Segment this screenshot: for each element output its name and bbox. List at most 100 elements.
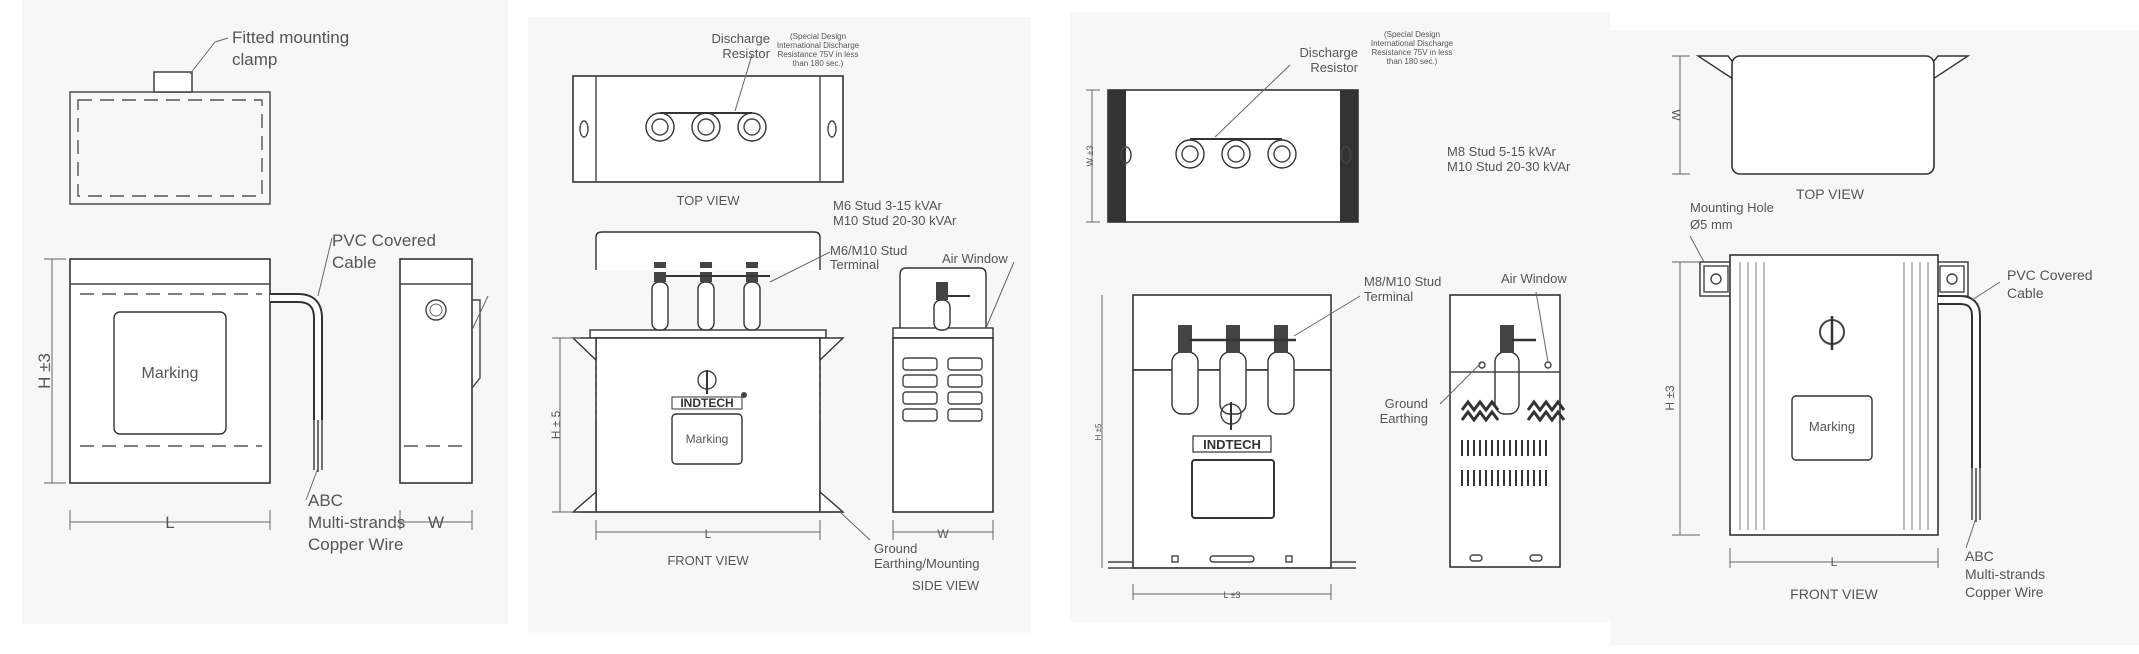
text-line: M8/M10 Stud xyxy=(1364,274,1441,289)
panel2-brand-label: INDTECH xyxy=(680,396,733,410)
text-line: International Discharge xyxy=(777,41,860,50)
text-line: clamp xyxy=(232,50,277,69)
text-line: Terminal xyxy=(830,257,879,272)
text-line: Multi-strands xyxy=(1965,566,2045,582)
panel2-side-body xyxy=(892,337,994,513)
text-line: ABC xyxy=(308,491,343,510)
panel2-l-dimension: L xyxy=(705,527,712,541)
text-line: Resistance 75V in less xyxy=(778,50,859,59)
text-line: Cable xyxy=(2007,285,2044,301)
text-line: Discharge xyxy=(711,31,770,46)
text-line: Resistance 75V in less xyxy=(1372,48,1453,57)
panel4-front-view-caption: FRONT VIEW xyxy=(1790,586,1878,602)
text-line: M6 Stud 3-15 kVAr xyxy=(833,198,943,213)
panel3-w-dimension: W ±3 xyxy=(1085,146,1095,167)
panel4-w-dimension: W xyxy=(1669,109,1683,121)
panel4-marking-label: Marking xyxy=(1809,419,1855,434)
panel2-front-view-caption: FRONT VIEW xyxy=(667,553,749,568)
text-line: M6/M10 Stud xyxy=(830,243,907,258)
panel2-air-window-label: Air Window xyxy=(942,251,1008,266)
panel2-marking-label: Marking xyxy=(686,432,729,446)
panel4-front-body xyxy=(1729,254,1939,536)
text-line: Ground xyxy=(1385,396,1428,411)
panel1-side-view-body xyxy=(399,258,473,484)
panel4-top-view-caption: TOP VIEW xyxy=(1796,186,1865,202)
panel4-brand-logo-icon xyxy=(1819,316,1845,350)
panel1-mounting-clamp xyxy=(153,71,193,93)
text-line: Resistor xyxy=(1310,60,1358,75)
panel1-top-view-box xyxy=(69,91,271,205)
panel1-top-view-inner-dash xyxy=(77,99,263,197)
text-line: than 180 sec.) xyxy=(1387,57,1438,66)
text-line: ABC xyxy=(1965,548,1994,564)
text-line: than 180 sec.) xyxy=(793,59,844,68)
panel4-marking-box xyxy=(1791,395,1873,461)
panel1-fitted-clamp-label: Fitted mounting clamp xyxy=(232,28,349,69)
text-line: Fitted mounting xyxy=(232,28,349,47)
panel-2-drawing xyxy=(552,54,1015,541)
panel2-w-dimension: W xyxy=(937,527,949,541)
text-line: Discharge xyxy=(1299,45,1358,60)
text-line: Ø5 mm xyxy=(1690,217,1733,232)
panel2-front-cover xyxy=(595,231,821,270)
panel1-h-dimension: H ±3 xyxy=(35,353,54,389)
panel1-w-dimension: W xyxy=(428,513,444,532)
panel2-marking-box xyxy=(671,413,743,465)
panel2-air-window xyxy=(902,357,983,422)
text-line: (Special Design xyxy=(790,32,846,41)
text-line: M10 Stud 20-30 kVAr xyxy=(1447,159,1571,174)
panel1-pvc-cable xyxy=(270,293,323,420)
panel3-air-window-label: Air Window xyxy=(1501,271,1567,286)
panel-4-drawing xyxy=(1672,55,2001,568)
text-line: M8 Stud 5-15 kVAr xyxy=(1447,144,1557,159)
text-line: Cable xyxy=(332,253,376,272)
panel4-top-view-body xyxy=(1731,55,1935,175)
panel-1-drawing xyxy=(44,37,489,530)
text-line: Terminal xyxy=(1364,289,1413,304)
text-line: Multi-strands xyxy=(308,513,405,532)
panel4-mounting-hole-label: Mounting Hole Ø5 mm xyxy=(1690,200,1774,232)
panel3-brand-logo-icon xyxy=(1192,402,1272,453)
text-line: Earthing/Mounting xyxy=(874,556,980,571)
text-line: Ground xyxy=(874,541,917,556)
text-line: M10 Stud 20-30 kVAr xyxy=(833,213,957,228)
panel2-side-view-caption: SIDE VIEW xyxy=(912,578,980,593)
text-line: Copper Wire xyxy=(308,535,403,554)
panel1-marking-box xyxy=(113,311,227,435)
text-line: Mounting Hole xyxy=(1690,200,1774,215)
text-line: International Discharge xyxy=(1371,39,1454,48)
text-line: Copper Wire xyxy=(1965,584,2044,600)
text-line: PVC Covered xyxy=(2007,267,2093,283)
panel3-marking-box xyxy=(1191,459,1275,519)
text-line: PVC Covered xyxy=(332,231,436,250)
text-line: Earthing xyxy=(1380,411,1428,426)
panel2-brand-logo-icon xyxy=(671,370,747,410)
text-line: (Special Design xyxy=(1384,30,1440,39)
panel3-l-dimension: L ±3 xyxy=(1223,590,1240,600)
panel3-brand-label: INDTECH xyxy=(1203,437,1261,452)
text-line: Resistor xyxy=(722,46,770,61)
panel3-air-window xyxy=(1460,399,1566,486)
panel4-l-dimension: L xyxy=(1831,555,1838,569)
panel1-marking-label: Marking xyxy=(142,365,199,382)
panel3-h-dimension: H ±5 xyxy=(1094,423,1103,440)
panel4-h-dimension: H ±3 xyxy=(1663,385,1677,411)
panel2-h-dimension: H ± 5 xyxy=(549,410,563,439)
panel2-top-view-caption: TOP VIEW xyxy=(676,193,740,208)
panel-3-drawing xyxy=(1086,64,1566,600)
